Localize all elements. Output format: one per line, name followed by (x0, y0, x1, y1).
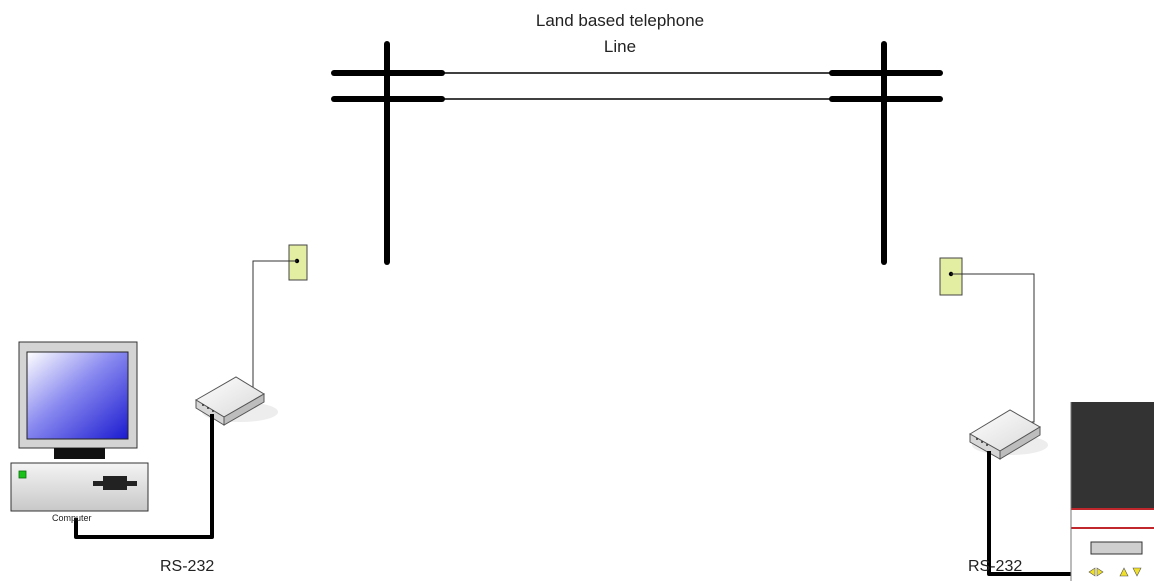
left-phone-cord (233, 260, 297, 393)
left-rs232-label: RS-232 (160, 558, 215, 575)
right-wall-jack (939, 257, 963, 296)
right-rs232-cable (987, 451, 1072, 576)
left-rs232-cable (74, 414, 214, 539)
right-modem (969, 409, 1048, 460)
left-modem (195, 376, 278, 426)
telephone-wires (442, 72, 832, 100)
title-line-1: Land based telephone (535, 11, 705, 30)
diagram-title: Land based telephone Line (480, 8, 760, 60)
right-phone-cord (951, 273, 1035, 423)
controller-panel (1070, 402, 1154, 581)
arrow-keys-icon (1088, 567, 1142, 577)
computer-label: Computer (52, 513, 92, 523)
right-telephone-pole (829, 41, 943, 265)
right-rs232-label: RS-232 (968, 558, 1023, 575)
left-telephone-pole (331, 41, 445, 265)
left-wall-jack (288, 244, 308, 281)
computer (10, 341, 149, 512)
title-line-2: Line (603, 37, 637, 56)
